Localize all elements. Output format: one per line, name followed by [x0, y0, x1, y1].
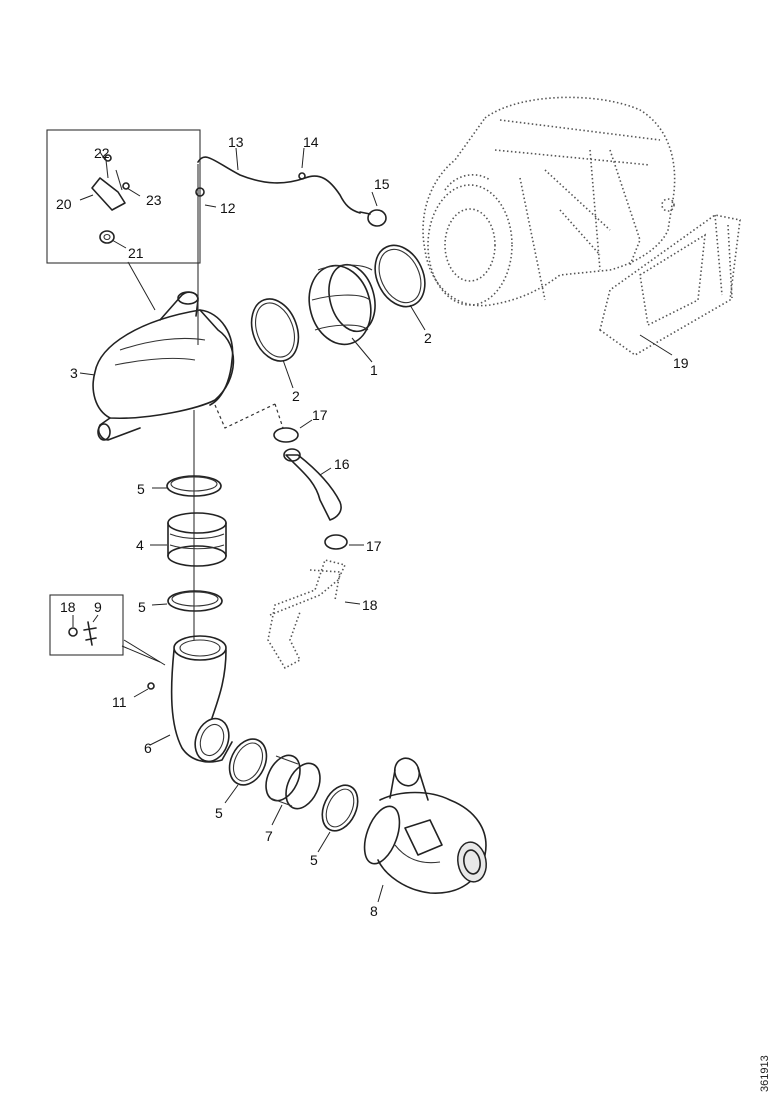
callout-14: 14	[303, 134, 319, 150]
callout-23: 23	[146, 192, 162, 208]
callout-1: 1	[370, 362, 378, 378]
callout-13: 13	[228, 134, 244, 150]
callout-5-lower-right: 5	[310, 852, 318, 868]
callout-21: 21	[128, 245, 144, 261]
part-5-clamp-lower-left	[224, 738, 268, 804]
callout-18-detail: 18	[60, 599, 76, 615]
callout-19: 19	[673, 355, 689, 371]
part-2-clamp-right	[374, 244, 426, 331]
part-6-elbow-pipe	[133, 635, 233, 763]
part-7-coupling	[265, 754, 321, 826]
callout-16: 16	[334, 456, 350, 472]
callout-20: 20	[56, 196, 72, 212]
part-16-drain-hose	[214, 403, 364, 550]
callout-5-middle: 5	[138, 599, 146, 615]
part-2-clamp-left	[250, 298, 300, 389]
engine-block	[422, 96, 676, 307]
callout-3: 3	[70, 365, 78, 381]
callout-12: 12	[220, 200, 236, 216]
callout-8: 8	[370, 903, 378, 919]
part-5-clamp-middle	[151, 590, 223, 612]
part-19-filter-element	[599, 214, 741, 356]
part-4-coupling	[150, 512, 227, 567]
part-18-bracket	[267, 559, 361, 670]
part-1-coupling-sleeve	[308, 263, 376, 363]
callout-9: 9	[94, 599, 102, 615]
callout-5-upper: 5	[137, 481, 145, 497]
part-8-turbocharger	[363, 757, 487, 903]
callout-labels: 1 2 2 3 4 5 5 5 5 6 7 8 9 11 12 13 14 15…	[56, 134, 689, 919]
callout-17-lower: 17	[366, 538, 382, 554]
part-5-clamp-lower-right	[317, 784, 359, 853]
callout-5-lower-left: 5	[215, 805, 223, 821]
callout-15: 15	[374, 176, 390, 192]
figure-code: 361913	[759, 1055, 771, 1092]
callout-17-upper: 17	[312, 407, 328, 423]
callout-4: 4	[136, 537, 144, 553]
callout-11: 11	[112, 694, 127, 710]
callout-6: 6	[144, 740, 152, 756]
part-13-sensor-hose	[195, 147, 387, 345]
detail-box-fasteners	[49, 594, 166, 666]
callout-2-right: 2	[424, 330, 432, 346]
part-3-air-cleaner-housing	[79, 261, 235, 441]
callout-22: 22	[94, 145, 110, 161]
part-5-clamp-upper	[152, 475, 222, 497]
callout-7: 7	[265, 828, 273, 844]
callout-18-bracket: 18	[362, 597, 378, 613]
detail-box-sensor	[46, 129, 201, 264]
callout-2-left: 2	[292, 388, 300, 404]
